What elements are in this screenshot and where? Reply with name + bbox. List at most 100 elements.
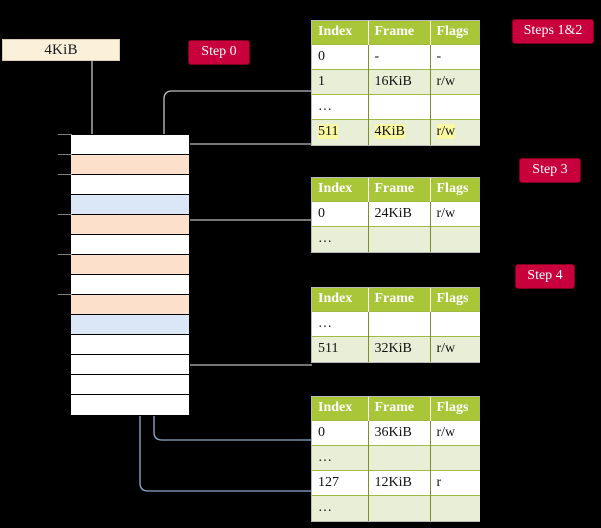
cell-value: 511 (318, 340, 339, 356)
source-frame-box: 4KiB (2, 39, 120, 61)
cell-value: 127 (318, 474, 339, 490)
cell-value: 24KiB (374, 205, 412, 221)
cell-value: 511 (318, 123, 339, 139)
column-header-flags: Flags (430, 288, 480, 312)
table-cell: 0 (312, 201, 369, 227)
table-row: … (312, 445, 480, 471)
table-cell: r/w (430, 420, 480, 446)
table-row: 0 -- (312, 44, 480, 70)
badge-step-0: Step 0 (188, 40, 250, 65)
memory-row (71, 315, 189, 335)
cell-value: … (318, 98, 332, 114)
table-cell: … (312, 94, 369, 120)
table-cell (430, 445, 480, 471)
badge-step-0-label: Step 0 (201, 44, 237, 59)
table-row: … (312, 495, 480, 521)
table-cell: … (312, 495, 369, 521)
memory-tick (58, 154, 72, 155)
table-cell: 36KiB (368, 420, 431, 446)
memory-row (71, 335, 189, 355)
cell-value: 4KiB (374, 123, 405, 139)
table-row: … (312, 311, 480, 337)
table-row: 0 24KiB r/w (312, 201, 480, 227)
table-cell (430, 94, 480, 120)
memory-row (71, 155, 189, 175)
table-cell (368, 311, 431, 337)
cell-value: 32KiB (374, 340, 412, 356)
badge-step-3-label: Step 3 (532, 162, 568, 177)
memory-row (71, 375, 189, 395)
table-cell: 4KiB (368, 119, 431, 145)
table-cell (368, 94, 431, 120)
badge-step-3: Step 3 (519, 158, 581, 183)
memory-row (71, 215, 189, 235)
table-cell (368, 495, 431, 521)
table-cell: r/w (430, 336, 480, 362)
memory-row (71, 235, 189, 255)
cell-value: r/w (436, 123, 456, 139)
cell-value: 0 (318, 205, 325, 221)
badge-step-4-label: Step 4 (527, 268, 563, 283)
memory-row (71, 355, 189, 375)
table-cell: 16KiB (368, 69, 431, 95)
column-header-flags: Flags (430, 397, 480, 421)
table-row: 511 4KiB r/w (312, 119, 480, 145)
column-header-frame: Frame (368, 21, 431, 45)
column-header-flags: Flags (430, 21, 480, 45)
cell-value: r/w (436, 424, 456, 440)
cell-value: … (318, 230, 332, 246)
cell-value: 16KiB (374, 73, 412, 89)
memory-row (71, 275, 189, 295)
memory-tick (58, 294, 72, 295)
column-header-frame: Frame (368, 397, 431, 421)
table-row: … (312, 94, 480, 120)
table-cell: 0 (312, 420, 369, 446)
table-cell (368, 445, 431, 471)
cell-value: r/w (436, 205, 456, 221)
table-cell: r/w (430, 201, 480, 227)
table-cell: 511 (312, 336, 369, 362)
column-header-index: Index (312, 21, 369, 45)
table-cell: r/w (430, 119, 480, 145)
table-cell: - (430, 44, 480, 70)
table-row: … (312, 226, 480, 252)
table-cell (368, 226, 431, 252)
source-frame-label: 4KiB (44, 41, 78, 58)
badge-steps-1-2-label: Steps 1&2 (523, 23, 583, 38)
table-cell: - (368, 44, 431, 70)
memory-tick (58, 174, 72, 175)
table-cell: r (430, 470, 480, 496)
memory-row (71, 135, 189, 155)
memory-tick (58, 134, 72, 135)
table-cell (430, 311, 480, 337)
memory-row (71, 175, 189, 195)
memory-row (71, 295, 189, 315)
memory-row (71, 195, 189, 215)
cell-value: 36KiB (374, 424, 412, 440)
cell-value: 0 (318, 48, 325, 64)
column-header-index: Index (312, 397, 369, 421)
table-cell: … (312, 445, 369, 471)
cell-value: 0 (318, 424, 325, 440)
cell-value: … (318, 499, 332, 515)
cell-value: 12KiB (374, 474, 412, 490)
memory-tick (58, 214, 72, 215)
table-cell: 511 (312, 119, 369, 145)
memory-row (71, 255, 189, 275)
table-row: 127 12KiB r (312, 470, 480, 496)
table-cell: 32KiB (368, 336, 431, 362)
column-header-index: Index (312, 178, 369, 202)
cell-value: r/w (436, 73, 456, 89)
table-cell: … (312, 226, 369, 252)
column-header-frame: Frame (368, 288, 431, 312)
badge-step-4: Step 4 (515, 264, 575, 289)
